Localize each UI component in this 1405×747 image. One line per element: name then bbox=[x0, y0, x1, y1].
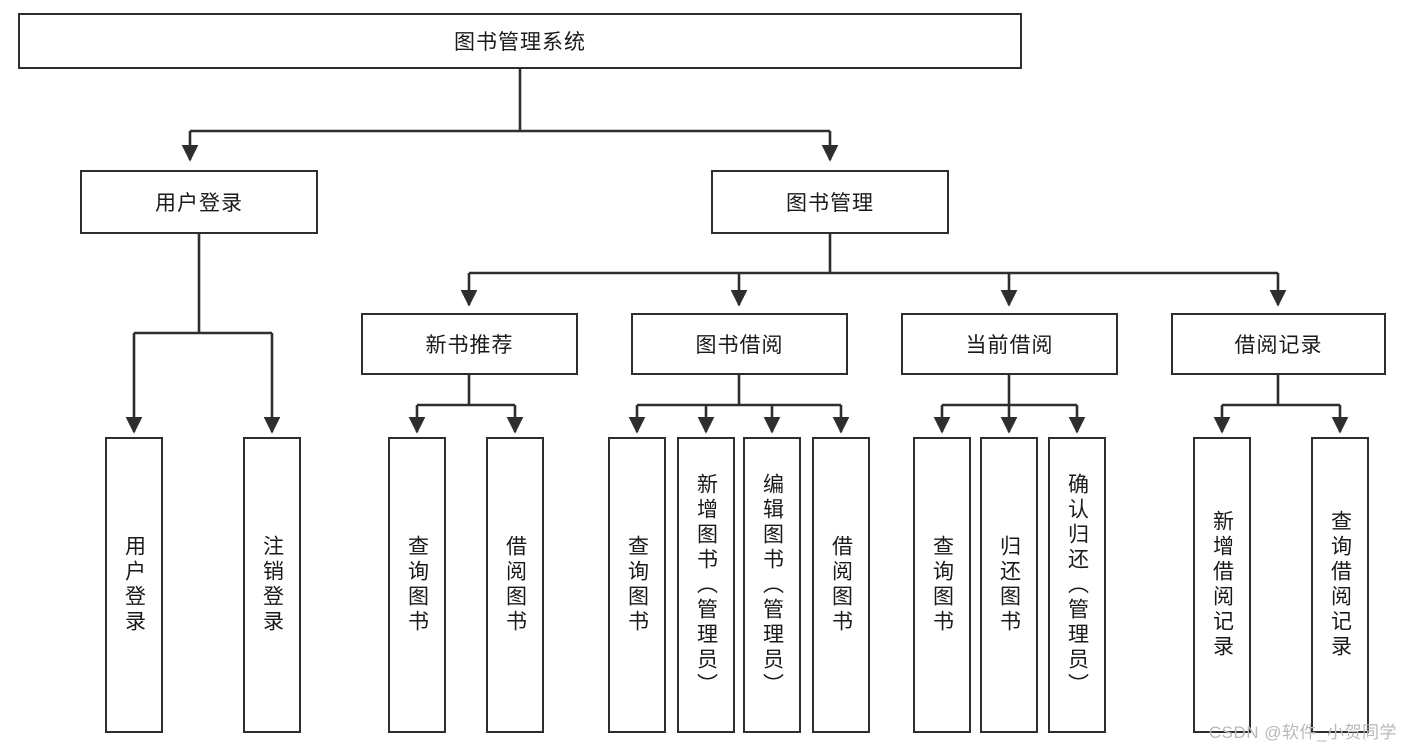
node-label: 借阅记录 bbox=[1234, 334, 1323, 357]
node-root-book-management-system[interactable]: 图书管理系统 bbox=[18, 13, 1022, 69]
node-label: 当前借阅 bbox=[965, 334, 1054, 357]
leaf-edit-book-admin[interactable]: 编辑图书（管理员） bbox=[743, 437, 801, 733]
node-book-borrowing[interactable]: 图书借阅 bbox=[631, 313, 848, 375]
node-label: 新书推荐 bbox=[425, 334, 514, 357]
node-label: 注销登录 bbox=[260, 535, 284, 635]
node-borrowing-records[interactable]: 借阅记录 bbox=[1171, 313, 1386, 375]
node-label: 用户登录 bbox=[122, 535, 146, 635]
leaf-query-borrowing-record[interactable]: 查询借阅记录 bbox=[1311, 437, 1369, 733]
leaf-add-book-admin[interactable]: 新增图书（管理员） bbox=[677, 437, 735, 733]
node-user-login[interactable]: 用户登录 bbox=[80, 170, 318, 234]
node-label: 查询图书 bbox=[930, 535, 954, 635]
node-label: 查询图书 bbox=[625, 535, 649, 635]
node-label: 编辑图书（管理员） bbox=[760, 472, 784, 698]
node-label: 借阅图书 bbox=[503, 535, 527, 635]
leaf-borrow-books-recommendation[interactable]: 借阅图书 bbox=[486, 437, 544, 733]
node-label: 图书管理 bbox=[786, 192, 874, 215]
leaf-add-borrowing-record[interactable]: 新增借阅记录 bbox=[1193, 437, 1251, 733]
node-label: 查询借阅记录 bbox=[1328, 510, 1352, 660]
leaf-borrow-books-borrowing[interactable]: 借阅图书 bbox=[812, 437, 870, 733]
node-new-book-recommendation[interactable]: 新书推荐 bbox=[361, 313, 578, 375]
node-book-management[interactable]: 图书管理 bbox=[711, 170, 949, 234]
node-label: 查询图书 bbox=[405, 535, 429, 635]
node-label: 图书借阅 bbox=[695, 334, 784, 357]
leaf-return-books[interactable]: 归还图书 bbox=[980, 437, 1038, 733]
node-label: 用户登录 bbox=[155, 192, 243, 215]
leaf-query-books-borrowing[interactable]: 查询图书 bbox=[608, 437, 666, 733]
node-label: 新增借阅记录 bbox=[1210, 510, 1234, 660]
node-label: 借阅图书 bbox=[829, 535, 853, 635]
leaf-user-login[interactable]: 用户登录 bbox=[105, 437, 163, 733]
leaf-confirm-return-admin[interactable]: 确认归还（管理员） bbox=[1048, 437, 1106, 733]
node-label: 图书管理系统 bbox=[454, 31, 586, 54]
leaf-query-books-recommendation[interactable]: 查询图书 bbox=[388, 437, 446, 733]
node-label: 确认归还（管理员） bbox=[1065, 472, 1089, 698]
csdn-watermark: CSDN @软件_小贺同学 bbox=[1208, 723, 1397, 742]
node-label: 归还图书 bbox=[997, 535, 1021, 635]
node-current-borrowing[interactable]: 当前借阅 bbox=[901, 313, 1118, 375]
leaf-query-books-current[interactable]: 查询图书 bbox=[913, 437, 971, 733]
node-label: 新增图书（管理员） bbox=[694, 472, 718, 698]
leaf-logout[interactable]: 注销登录 bbox=[243, 437, 301, 733]
